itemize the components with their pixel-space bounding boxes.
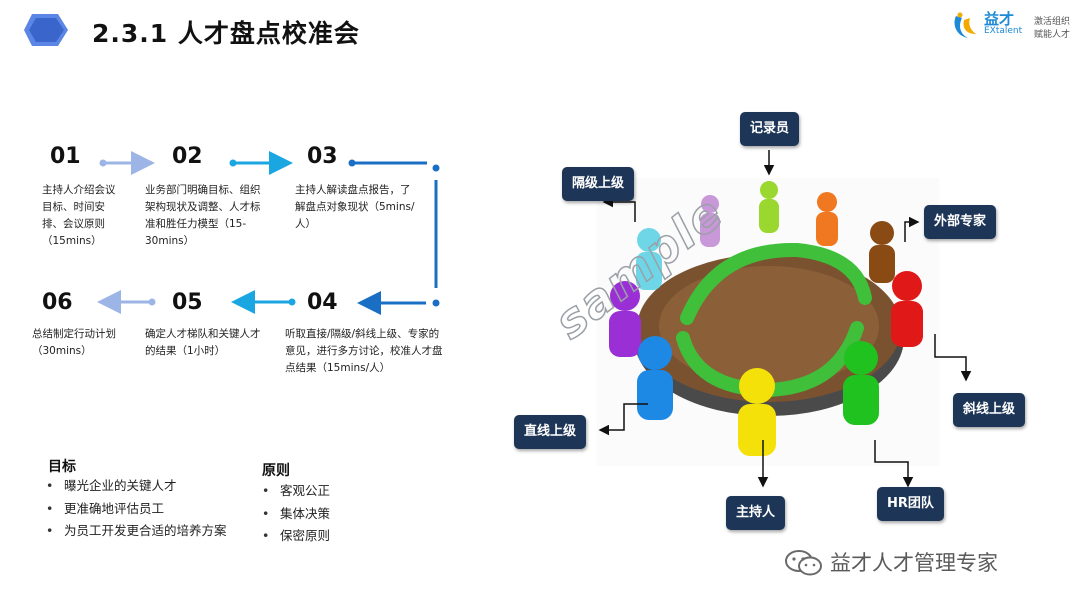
process-flow-arrows <box>97 151 440 315</box>
logo-slogan-1: 激活组织 <box>1034 17 1071 27</box>
goals-list: 曝光企业的关键人才 更准确地评估员工 为员工开发更合适的培养方案 <box>46 475 227 543</box>
step-number: 03 <box>307 144 338 169</box>
logo-sub-text: EXtalent <box>984 26 1023 36</box>
logo-swirl-icon <box>954 12 976 38</box>
arrow-05-06 <box>97 290 156 314</box>
principles-heading: 原则 <box>262 463 290 479</box>
step-description: 主持人解读盘点报告，了解盘点对象现状（5mins/人） <box>295 184 415 230</box>
list-item: 更准确地评估员工 <box>46 498 227 521</box>
step-description: 确定人才梯队和关键人才的结果（1小时） <box>145 328 261 357</box>
list-item: 集体决策 <box>262 503 330 526</box>
list-item: 客观公正 <box>262 480 330 503</box>
logo-main-text: 益才 <box>984 10 1015 28</box>
step-description: 主持人介绍会议目标、时间安排、会议原则（15mins） <box>42 184 116 247</box>
step-number: 06 <box>42 290 73 315</box>
connector-03-04 <box>348 159 440 315</box>
arrow-04-05 <box>231 290 296 314</box>
logo-slogan-2: 赋能人才 <box>1034 30 1071 40</box>
wechat-icon <box>785 550 822 576</box>
arrow-02-03 <box>229 151 293 175</box>
principles-list: 客观公正 集体决策 保密原则 <box>262 480 330 548</box>
page-title: 2.3.1 人才盘点校准会 <box>92 19 360 48</box>
role-hr-team-label: HR团队 <box>877 487 944 521</box>
arrow-01-02 <box>99 151 155 175</box>
brand-logo: 益才 EXtalent 激活组织 赋能人才 <box>950 8 1070 44</box>
list-item: 为员工开发更合适的培养方案 <box>46 520 227 543</box>
step-number: 05 <box>172 290 203 315</box>
role-skip-level-label: 隔级上级 <box>562 167 635 201</box>
role-host-label: 主持人 <box>726 496 786 530</box>
step-description: 总结制定行动计划（30mins） <box>32 328 116 357</box>
meeting-table-illustration <box>597 178 939 466</box>
role-external-expert-label: 外部专家 <box>924 205 997 239</box>
role-direct-label: 直线上级 <box>514 415 587 449</box>
role-dotted-line-label: 斜线上级 <box>953 393 1026 427</box>
footer-brand-text: 益才人才管理专家 <box>830 551 998 575</box>
role-recorder-label: 记录员 <box>740 112 800 146</box>
step-number: 04 <box>307 290 338 315</box>
list-item: 曝光企业的关键人才 <box>46 475 227 498</box>
step-number: 01 <box>50 144 81 169</box>
goals-heading: 目标 <box>48 459 76 475</box>
hexagon-icon <box>24 14 68 46</box>
list-item: 保密原则 <box>262 525 330 548</box>
step-number: 02 <box>172 144 203 169</box>
step-description: 听取直接/隔级/斜线上级、专家的意见，进行多方讨论，校准人才盘点结果（15min… <box>285 328 443 374</box>
step-description: 业务部门明确目标、组织架构现状及调整、人才标准和胜任力模型（15-30mins） <box>145 184 261 247</box>
